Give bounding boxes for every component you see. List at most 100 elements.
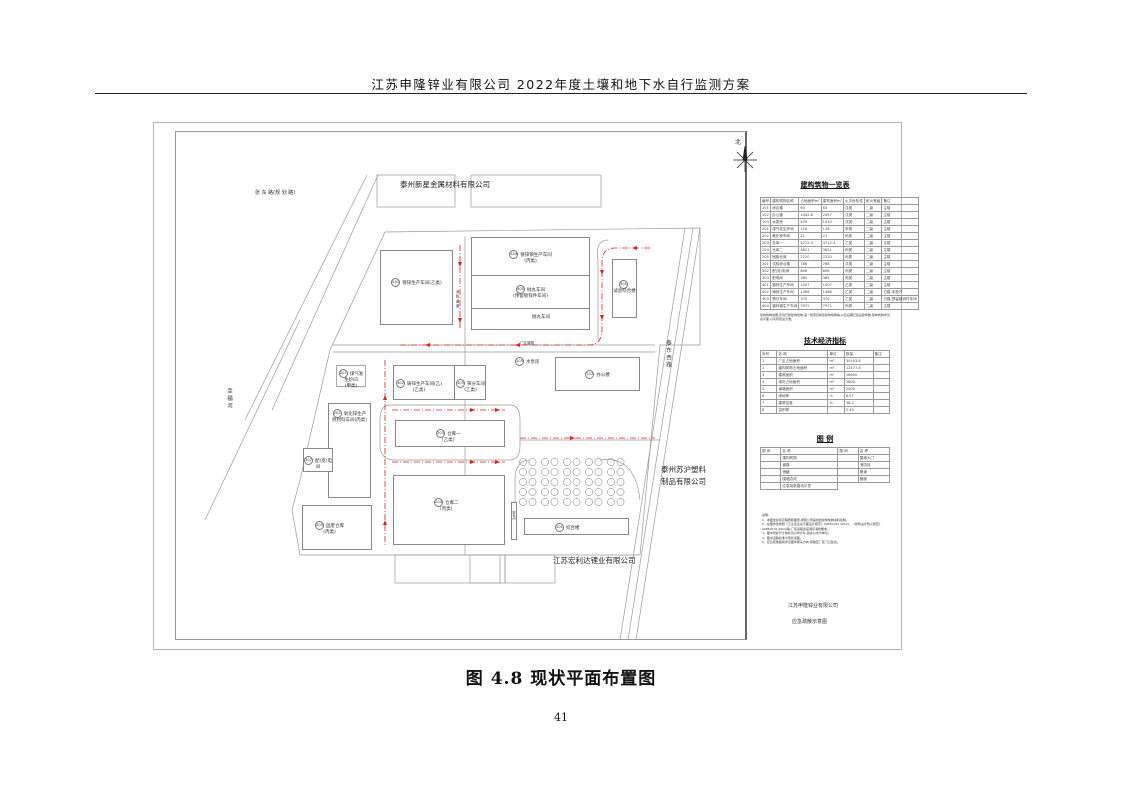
tank	[616, 498, 625, 506]
tank	[616, 468, 625, 476]
table-cell: 806	[798, 267, 822, 275]
table-cell: 筛分车间	[770, 295, 800, 303]
table-cell: 302	[759, 267, 772, 275]
legend-symbol	[759, 454, 782, 462]
tank	[563, 498, 571, 506]
table-cell: 主楼	[881, 225, 919, 233]
table-cell: 二级	[863, 267, 883, 275]
tank	[572, 478, 581, 486]
legend-header-cell: 图 例	[759, 447, 782, 455]
table-cell: 4712.3	[798, 239, 822, 247]
tank	[550, 478, 559, 486]
table-cell: 丙类	[843, 232, 865, 240]
table-cell: 铸锌生产车间	[770, 288, 800, 296]
legend-row: 围墙边线管廊	[759, 475, 891, 483]
table-cell: 丙类	[843, 267, 865, 275]
legend-label: 储罐	[780, 468, 839, 476]
table-cell: 乙类	[843, 288, 865, 296]
legend-symbol	[759, 461, 782, 469]
legend-label: 围墙边线	[780, 475, 839, 483]
table-cell	[872, 399, 891, 407]
table-cell: 建筑密度	[776, 399, 829, 407]
fire-lane-label: 消 防 通 道	[456, 290, 460, 308]
tank	[528, 488, 537, 496]
plan-frame	[175, 131, 747, 640]
table-cell: 丙类	[843, 246, 865, 254]
table-header-cell: 单位	[827, 350, 845, 358]
tank	[616, 458, 625, 466]
legend-header-cell: 图 例	[837, 447, 859, 455]
tank	[585, 478, 593, 486]
table-cell	[872, 378, 891, 386]
page-number: 41	[554, 711, 568, 724]
road-label: 厂区道路	[520, 341, 534, 345]
table-cell: 12477.8	[843, 364, 874, 372]
table-header-cell: 火灾危险性	[843, 197, 865, 205]
tank	[528, 458, 537, 466]
legend-label: 建构筑物	[780, 454, 839, 462]
table-header-cell: 数量	[843, 350, 874, 358]
note-line: 1、本图坐标和高程按照图纸,按照公司提供的建构筑物资料绘制。	[762, 517, 849, 522]
table-cell: 仓库二	[770, 246, 800, 254]
table-cell: 7	[759, 399, 778, 407]
table-cell: 二级	[863, 232, 883, 240]
tank	[541, 488, 549, 496]
table-cell: 办公楼	[770, 211, 800, 219]
tank	[528, 478, 537, 486]
table-cell: 2	[759, 364, 778, 372]
table-cell: 2400	[843, 385, 874, 393]
tank	[607, 488, 615, 496]
table-cell: 2457	[820, 211, 845, 219]
tank	[541, 498, 549, 506]
table-cell: 370	[820, 295, 845, 303]
neighbor-north: 泰州新星金属材料有限公司	[400, 180, 490, 189]
table-cell: 二级	[863, 204, 883, 212]
table-cell: 116	[820, 225, 845, 233]
legend-symbol	[837, 468, 859, 476]
table-cell: 1366	[820, 288, 845, 296]
legend-label: 道路	[780, 461, 839, 469]
table-cell: 8	[759, 406, 778, 414]
table-cell: 主楼	[881, 260, 919, 268]
table-cell: 配(变)电间	[770, 267, 800, 275]
tank	[607, 468, 615, 476]
header-divider	[95, 93, 1027, 94]
table-cell: 102	[759, 211, 772, 219]
table-cell: 主楼	[881, 232, 919, 240]
table-cell: m²	[827, 357, 845, 365]
tank	[616, 478, 625, 486]
legend-label: 管道	[857, 468, 891, 476]
building-303: 配电间	[511, 502, 517, 540]
neighbor-east-line2: 制品有限公司	[661, 477, 706, 486]
table-cell: 116	[798, 225, 822, 233]
tank	[607, 478, 615, 486]
note-line: 4、图中道路标准为现状道路。	[762, 535, 803, 540]
table-cell: 煤气发生炉间	[770, 225, 800, 233]
table-cell: 365	[820, 274, 845, 282]
legend-header-cell: 名 称	[857, 447, 891, 455]
tank	[550, 488, 559, 496]
table-cell: 已建,未投产	[881, 288, 919, 296]
tank	[563, 478, 571, 486]
table-cell: 3	[759, 371, 778, 379]
table-header-cell: 名 称	[776, 350, 829, 358]
table-header-cell: 编号	[759, 197, 772, 205]
table-cell: 主楼	[881, 204, 919, 212]
table-cell: 370	[798, 295, 822, 303]
table-cell: 806	[820, 267, 845, 275]
table-cell	[872, 364, 891, 372]
legend-label: 围墙大门	[857, 454, 891, 462]
tank	[550, 458, 559, 466]
table-cell: 主楼	[881, 239, 919, 247]
tank	[572, 468, 581, 476]
table-cell: 二级	[863, 225, 883, 233]
legend-row: 应急疏散路线示意	[759, 482, 890, 490]
table-cell: 试验综合楼	[770, 260, 800, 268]
